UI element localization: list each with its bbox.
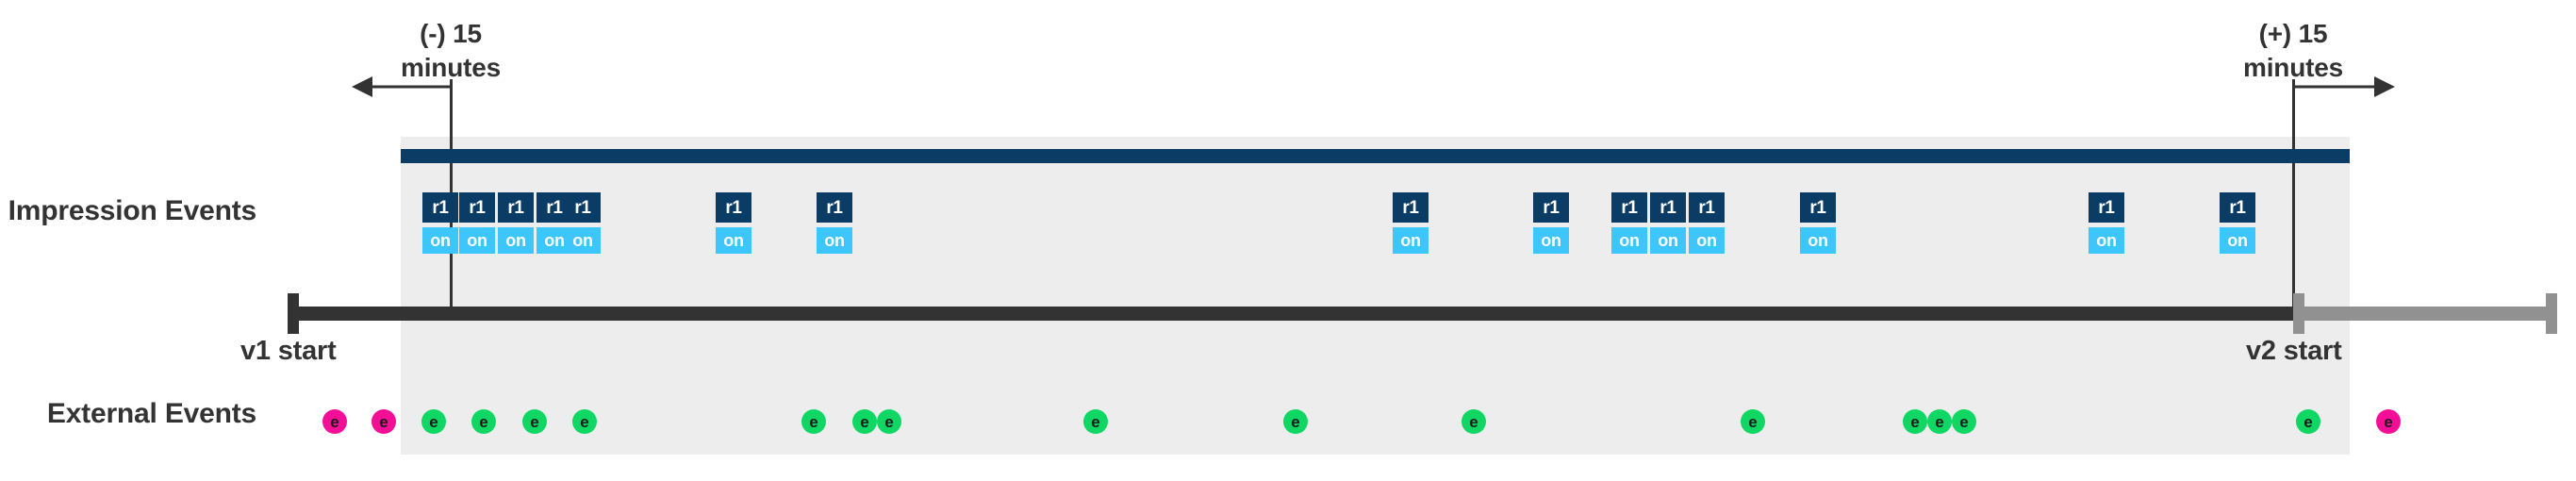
callout-line-1: (-) 15 — [420, 19, 482, 48]
impression-state-chip[interactable]: on — [716, 227, 751, 254]
callout-vertical-line-plus-15 — [2292, 79, 2295, 321]
impression-request-chip[interactable]: r1 — [498, 192, 534, 223]
timeline-bar-v2 — [2293, 307, 2557, 321]
external-event-dot[interactable]: e — [421, 409, 446, 434]
request-chip-row: r1 — [2220, 192, 2255, 223]
request-chip-row: r1 — [1533, 192, 1569, 223]
external-event-dot[interactable]: e — [2296, 409, 2320, 434]
analysis-window-shade — [401, 137, 2350, 455]
request-chip-row: r1 — [565, 192, 601, 223]
impression-request-chip[interactable]: r1 — [1650, 192, 1686, 223]
state-chip-row: on — [817, 227, 852, 254]
external-event-dot[interactable]: e — [2376, 409, 2401, 434]
external-event-dot[interactable]: e — [1927, 409, 1952, 434]
impression-state-chip[interactable]: on — [498, 227, 534, 254]
impression-request-chip[interactable]: r1 — [1611, 192, 1647, 223]
request-chip-row: r1 — [422, 192, 458, 223]
impression-request-chip[interactable]: r1 — [1689, 192, 1725, 223]
external-events-row-label: External Events — [46, 398, 256, 429]
state-chip-row: on — [716, 227, 751, 254]
external-event-dot[interactable]: e — [1083, 409, 1108, 434]
impression-state-chip[interactable]: on — [817, 227, 852, 254]
state-chip-row: on — [2089, 227, 2124, 254]
impression-request-chip[interactable]: r1 — [1800, 192, 1836, 223]
request-chip-row: r1 — [716, 192, 751, 223]
impression-events-row-label: Impression Events — [8, 195, 257, 226]
state-chip-row: on — [565, 227, 601, 254]
impression-event-group[interactable]: r1 on — [565, 192, 601, 254]
timeline-cap-v1-start — [288, 293, 299, 334]
request-chip-row: r1 — [1393, 192, 1428, 223]
external-event-dot[interactable]: e — [1283, 409, 1308, 434]
callout-arrow-minus-15 — [352, 76, 451, 97]
callout-line-1: (+) 15 — [2258, 19, 2328, 48]
impression-request-chip[interactable]: r1 — [2220, 192, 2255, 223]
impression-request-chip[interactable]: r1 — [1533, 192, 1569, 223]
v1-start-label: v1 start — [240, 336, 337, 366]
impression-event-group[interactable]: r1 on — [1533, 192, 1569, 254]
request-chip-row: r1 — [1800, 192, 1836, 223]
external-event-dot[interactable]: e — [801, 409, 826, 434]
impression-state-chip[interactable]: on — [422, 227, 458, 254]
request-chip-row: r1 — [817, 192, 852, 223]
impression-request-chip[interactable]: r1 — [2089, 192, 2124, 223]
impression-request-chip[interactable]: r1 — [716, 192, 751, 223]
state-chip-row: on — [1393, 227, 1428, 254]
impression-state-chip[interactable]: on — [459, 227, 495, 254]
external-event-dot[interactable]: e — [471, 409, 496, 434]
impression-request-chip[interactable]: r1 — [422, 192, 458, 223]
external-event-dot[interactable]: e — [572, 409, 597, 434]
external-event-dot[interactable]: e — [372, 409, 396, 434]
callout-line-2: minutes — [401, 52, 501, 82]
timeline-cap-v2-end — [2546, 293, 2557, 334]
impression-event-group[interactable]: r1 on — [2089, 192, 2124, 254]
callout-label-plus-15: (+) 15 minutes — [2152, 17, 2435, 85]
state-chip-row: on — [1533, 227, 1569, 254]
v2-start-label: v2 start — [2246, 336, 2342, 366]
external-event-dot[interactable]: e — [1461, 409, 1486, 434]
external-event-dot[interactable]: e — [522, 409, 547, 434]
impression-state-chip[interactable]: on — [2089, 227, 2124, 254]
impression-event-group[interactable]: r1 on — [1393, 192, 1428, 254]
impression-event-group[interactable]: r1 on — [817, 192, 852, 254]
external-event-dot[interactable]: e — [1952, 409, 1976, 434]
timeline-bar-v1 — [288, 307, 2293, 321]
impression-state-chip[interactable]: on — [1800, 227, 1836, 254]
callout-line-2: minutes — [2243, 52, 2343, 82]
impression-request-chip[interactable]: r1 — [565, 192, 601, 223]
external-event-dot[interactable]: e — [877, 409, 901, 434]
callout-arrow-plus-15 — [2295, 76, 2395, 97]
external-event-dot[interactable]: e — [1903, 409, 1927, 434]
state-chip-row: on — [1800, 227, 1836, 254]
impression-event-group[interactable]: r1 on — [2220, 192, 2255, 254]
impression-state-chip[interactable]: on — [1533, 227, 1569, 254]
external-event-dot[interactable]: e — [1741, 409, 1765, 434]
impression-request-chip[interactable]: r1 — [459, 192, 495, 223]
external-event-dot[interactable]: e — [852, 409, 877, 434]
impression-event-group[interactable]: r1 on — [1800, 192, 1836, 254]
impression-state-chip[interactable]: on — [1689, 227, 1725, 254]
state-chip-row: on — [422, 227, 458, 254]
impression-state-chip[interactable]: on — [1650, 227, 1686, 254]
callout-label-minus-15: (-) 15 minutes — [309, 17, 592, 85]
impression-request-chip[interactable]: r1 — [1393, 192, 1428, 223]
request-chip-row: r1 — [2089, 192, 2124, 223]
impression-state-chip[interactable]: on — [565, 227, 601, 254]
impression-request-chip[interactable]: r1 — [817, 192, 852, 223]
impression-event-group[interactable]: r1 on — [716, 192, 751, 254]
impression-state-chip[interactable]: on — [1611, 227, 1647, 254]
external-event-dot[interactable]: e — [322, 409, 347, 434]
version-band — [401, 149, 2350, 163]
state-chip-row: on — [2220, 227, 2255, 254]
impression-state-chip[interactable]: on — [2220, 227, 2255, 254]
timeline-cap-v2-start — [2293, 293, 2304, 334]
impression-event-group[interactable]: r1 on — [422, 192, 458, 254]
impression-state-chip[interactable]: on — [1393, 227, 1428, 254]
